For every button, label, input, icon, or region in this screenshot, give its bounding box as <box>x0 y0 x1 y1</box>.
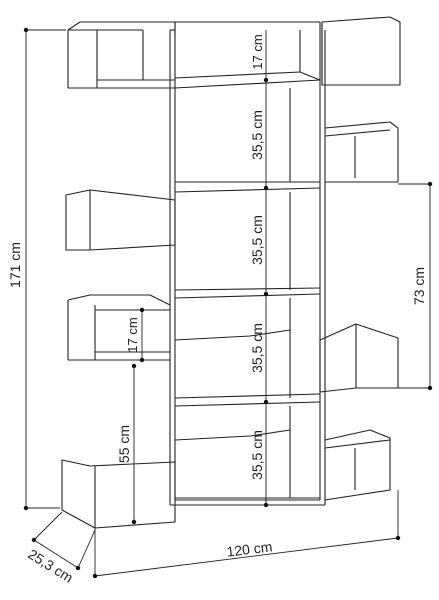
label-side-box-height: 17 cm <box>125 317 140 352</box>
label-compartment-1: 35,5 cm <box>249 110 265 160</box>
label-top-compartment: 17 cm <box>250 34 265 69</box>
label-bottom-span: 55 cm <box>116 425 132 463</box>
label-total-height: 171 cm <box>7 242 23 288</box>
label-compartment-2: 35,5 cm <box>249 215 265 265</box>
label-compartment-3: 35,5 cm <box>249 323 265 373</box>
label-right-span: 73 cm <box>411 267 427 305</box>
dimension-labels: 171 cm 17 cm 35,5 cm 35,5 cm 35,5 cm 35,… <box>7 34 427 585</box>
dimension-lines <box>23 27 433 579</box>
bookcase-outline <box>61 16 401 529</box>
label-compartment-4: 35,5 cm <box>249 430 265 480</box>
label-depth: 25,3 cm <box>25 546 76 586</box>
label-total-width: 120 cm <box>226 538 274 559</box>
